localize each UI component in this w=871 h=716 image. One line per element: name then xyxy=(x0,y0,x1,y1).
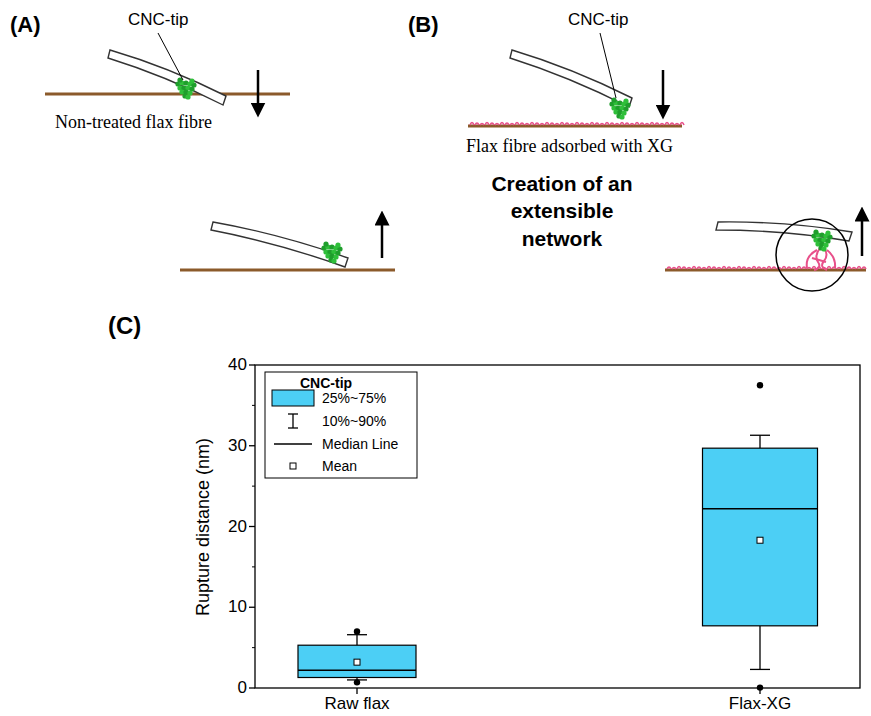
cnc-tip xyxy=(609,97,630,119)
tick-label: 40 xyxy=(228,355,247,375)
motion-arrow xyxy=(662,70,665,112)
figure-label: Creation of an extensible network xyxy=(480,170,645,252)
figure-label: (B) xyxy=(408,12,439,37)
tick-label: 30 xyxy=(228,436,247,456)
leader-line xyxy=(600,33,616,98)
figure-label: Non-treated flax fibre xyxy=(55,112,212,133)
cnc-tip xyxy=(811,229,832,251)
category-label: Raw flax xyxy=(324,694,389,714)
xg-network xyxy=(807,248,835,270)
axis-title: Rupture distance (nm) xyxy=(193,438,214,616)
box-plot xyxy=(249,365,860,694)
xg-layer xyxy=(667,267,866,270)
legend-samples xyxy=(272,390,314,469)
xg-layer xyxy=(470,123,684,126)
legend-text: Median Line xyxy=(322,436,398,452)
flax-fibre xyxy=(45,93,290,96)
motion-arrow xyxy=(257,70,260,110)
cnc-tip xyxy=(321,241,342,263)
legend-text: Mean xyxy=(322,458,357,474)
figure-label: CNC-tip xyxy=(128,10,188,30)
figure-label: Flax fibre adsorbed with XG xyxy=(466,136,673,157)
afm-cantilever xyxy=(510,50,632,107)
flax-fibre xyxy=(180,269,395,272)
afm-cantilever xyxy=(108,50,226,105)
afm-cantilever xyxy=(211,222,348,267)
leader-line xyxy=(158,33,183,80)
legend-text: 10%~90% xyxy=(322,413,386,429)
motion-arrow xyxy=(381,218,384,258)
figure-label: CNC-tip xyxy=(300,375,352,391)
highlight-circle xyxy=(776,219,848,291)
figure-label: CNC-tip xyxy=(568,10,628,30)
figure-label: (A) xyxy=(10,12,41,37)
legend-text: 25%~75% xyxy=(322,390,386,406)
tick-label: 0 xyxy=(238,678,247,698)
legend-swatch xyxy=(272,390,314,406)
tick-label: 20 xyxy=(228,517,247,537)
cnc-tip xyxy=(175,77,196,99)
figure-label: (C) xyxy=(108,312,141,340)
motion-arrow xyxy=(861,214,864,256)
category-label: Flax-XG xyxy=(729,694,791,714)
tick-label: 10 xyxy=(228,597,247,617)
